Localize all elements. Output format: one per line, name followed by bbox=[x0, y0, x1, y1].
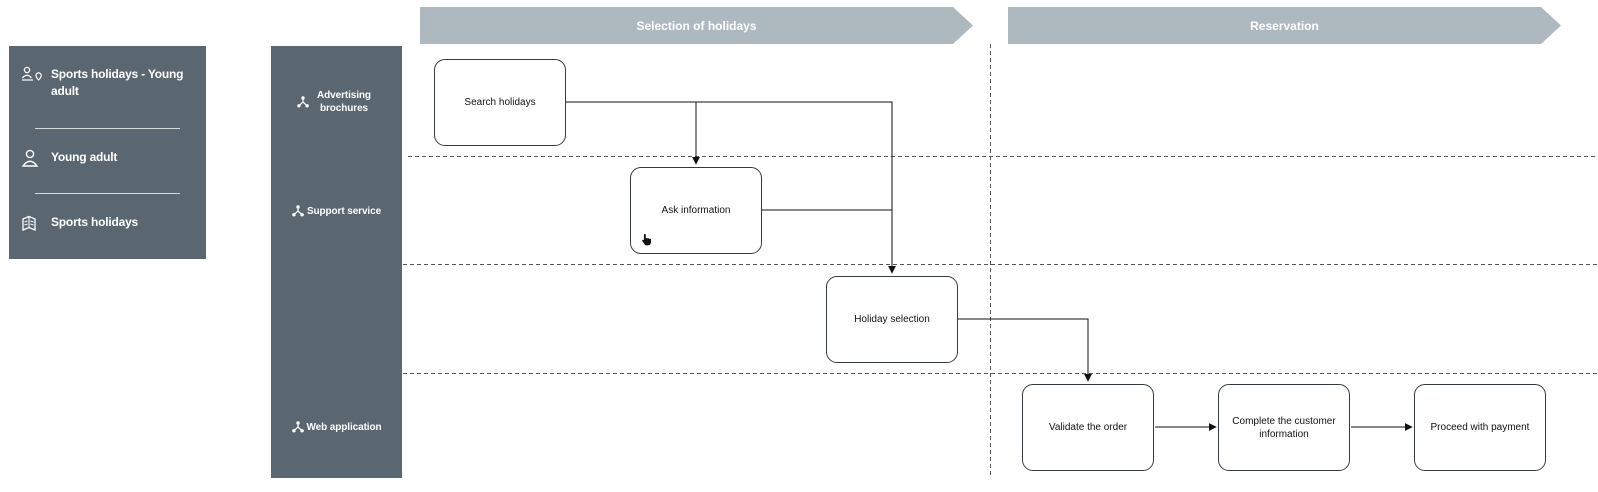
lane-label-support-service: Support service bbox=[271, 186, 402, 236]
lane-label-web-application: Web application bbox=[271, 402, 402, 452]
info-label-persona: Young adult bbox=[51, 150, 118, 164]
phase-label: Reservation bbox=[1250, 18, 1319, 33]
persona-card: Sports holidays - Young adult Young adul… bbox=[9, 46, 206, 259]
phase-reservation: Reservation bbox=[1008, 7, 1561, 44]
connector-search-to-selection bbox=[566, 101, 896, 274]
step-label: Holiday selection bbox=[854, 314, 930, 325]
channel-icon bbox=[291, 421, 304, 433]
step-label: Ask information bbox=[661, 205, 731, 216]
person-location-icon bbox=[21, 66, 42, 81]
phase-label: Selection of holidays bbox=[636, 18, 757, 33]
info-row-offer: Sports holidays bbox=[21, 214, 196, 232]
step-proceed-with-payment[interactable]: Proceed with payment bbox=[1414, 384, 1546, 471]
lane-label-text: Advertising brochures bbox=[317, 90, 371, 114]
lane-label-advertising-brochures: Advertising brochures bbox=[271, 76, 402, 128]
step-ask-information[interactable]: Ask information bbox=[630, 167, 762, 254]
info-row-persona: Young adult bbox=[21, 149, 196, 167]
lane-label-text: Web application bbox=[306, 421, 382, 433]
phase-selection-of-holidays: Selection of holidays bbox=[420, 7, 973, 44]
step-label: Validate the order bbox=[1048, 422, 1128, 433]
step-complete-customer-information[interactable]: Complete the customer information bbox=[1218, 384, 1350, 471]
lane-header-column: Advertising brochures Support service We… bbox=[271, 46, 402, 478]
info-label-offer: Sports holidays bbox=[51, 215, 139, 229]
info-label-journey: Sports holidays - Young adult bbox=[51, 67, 184, 98]
step-validate-the-order[interactable]: Validate the order bbox=[1022, 384, 1154, 471]
info-separator bbox=[35, 128, 180, 129]
connector-search-to-ask bbox=[566, 101, 700, 165]
step-label: Proceed with payment bbox=[1430, 422, 1530, 433]
step-label: Search holidays bbox=[464, 97, 536, 108]
step-search-holidays[interactable]: Search holidays bbox=[434, 59, 566, 146]
channel-icon bbox=[292, 205, 304, 217]
channel-icon bbox=[297, 96, 309, 108]
step-holiday-selection[interactable]: Holiday selection bbox=[826, 276, 958, 363]
connector-selection-to-validate bbox=[958, 318, 1092, 382]
person-icon bbox=[21, 149, 39, 167]
lane-label-text: Support service bbox=[306, 205, 382, 217]
info-row-journey: Sports holidays - Young adult bbox=[21, 66, 196, 100]
info-separator bbox=[35, 193, 180, 194]
step-label: Complete the customer information bbox=[1232, 415, 1336, 440]
brochure-icon bbox=[22, 215, 36, 231]
hand-pointer-icon bbox=[642, 233, 651, 246]
